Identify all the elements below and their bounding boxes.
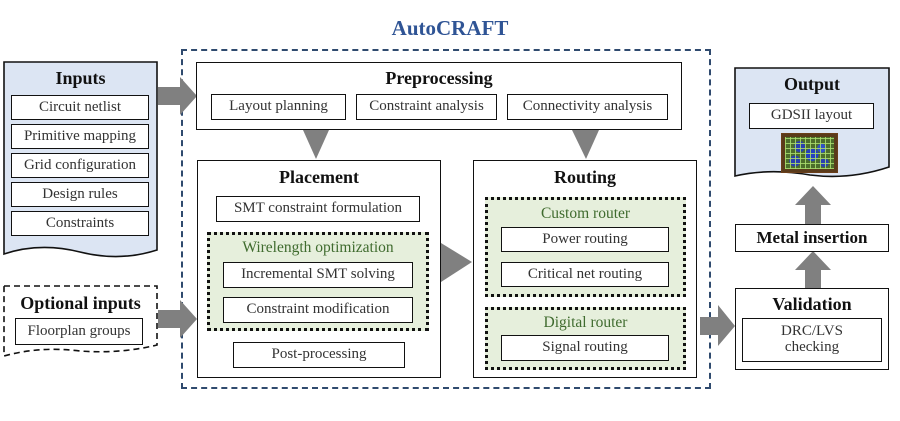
placement-formulation: SMT constraint formulation [216, 196, 420, 222]
wirelength-optimization-title: Wirelength optimization [242, 239, 394, 256]
optional-inputs-title: Optional inputs [20, 293, 141, 313]
validation-title: Validation [772, 294, 852, 314]
digital-router-item: Signal routing [501, 335, 669, 361]
arrow-metal-to-output [795, 186, 831, 224]
placement-group-item: Constraint modification [223, 297, 413, 323]
optional-input-item: Floorplan groups [15, 318, 143, 345]
preprocessing-item: Connectivity analysis [507, 94, 668, 120]
metal-insertion-box: Metal insertion [735, 224, 889, 252]
output-title: Output [783, 74, 841, 94]
placement-title: Placement [279, 167, 359, 187]
output-item: GDSII layout [749, 103, 874, 129]
arrow-validation-to-metal [795, 251, 831, 288]
placement-post-processing: Post-processing [233, 342, 405, 368]
input-item: Grid configuration [11, 153, 149, 178]
placement-group-item: Incremental SMT solving [223, 262, 413, 288]
custom-router-title: Custom router [540, 205, 631, 222]
preprocessing-item: Constraint analysis [356, 94, 497, 120]
input-item: Constraints [11, 211, 149, 236]
input-item: Design rules [11, 182, 149, 207]
input-item: Circuit netlist [11, 95, 149, 120]
autocraft-boundary [181, 49, 711, 389]
input-item: Primitive mapping [11, 124, 149, 149]
digital-router-title: Digital router [543, 314, 628, 331]
preprocessing-item: Layout planning [211, 94, 346, 120]
validation-item: DRC/LVS checking [742, 318, 882, 362]
diagram-title: AutoCRAFT [391, 16, 509, 40]
custom-router-item: Power routing [501, 227, 669, 252]
preprocessing-title: Preprocessing [385, 68, 493, 88]
routing-title: Routing [553, 167, 616, 187]
gdsii-layout-thumbnail [781, 133, 838, 173]
custom-router-item: Critical net routing [501, 262, 669, 287]
inputs-title: Inputs [55, 68, 106, 88]
